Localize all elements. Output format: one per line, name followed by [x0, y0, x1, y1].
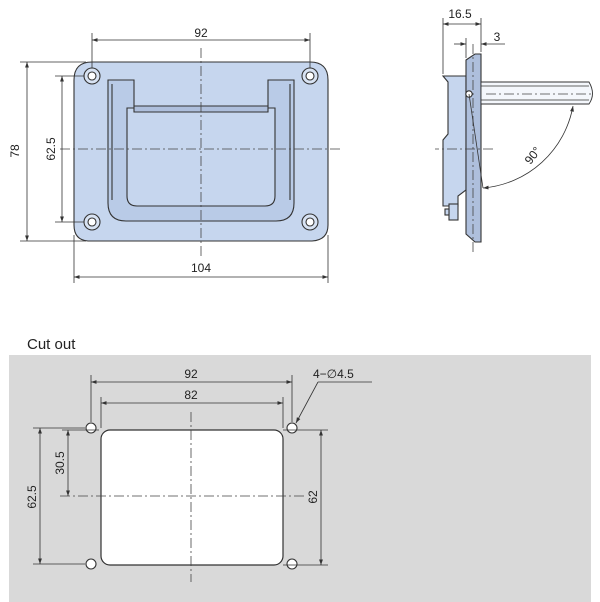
cutout-opening	[100, 429, 284, 566]
cutout-hole-top-left	[85, 422, 97, 434]
dim-depth: 16.5	[448, 7, 472, 21]
hole-spec-label: 4−∅4.5	[313, 367, 354, 381]
mounting-hole-bottom-left	[83, 213, 101, 231]
dim-cutout-hole-width: 92	[184, 367, 198, 381]
cutout-hole-top-right	[286, 422, 298, 434]
dim-plate: 3	[494, 30, 501, 44]
side-plate	[465, 53, 482, 243]
side-handle-body	[441, 75, 467, 207]
mounting-hole-top-left	[83, 67, 101, 85]
hole-spec-leader	[295, 381, 319, 424]
dim-cutout-opening-width: 82	[184, 388, 198, 402]
dim-top-width: 92	[194, 26, 208, 40]
mounting-hole-bottom-right	[301, 213, 319, 231]
dim-cutout-half-height: 30.5	[53, 451, 67, 475]
dim-outer-height: 78	[8, 144, 22, 158]
mounting-hole-top-right	[301, 67, 319, 85]
side-stud	[448, 203, 459, 221]
dim-bottom-width: 104	[191, 261, 211, 275]
angle-arc	[482, 105, 574, 190]
dim-cutout-opening-height: 62	[306, 490, 320, 504]
side-view: 90° 16.5 3	[435, 7, 593, 252]
front-view: 92 104 78 62.5	[8, 26, 342, 283]
cutout-title: Cut out	[27, 336, 76, 353]
side-handle-folded	[480, 81, 593, 105]
dim-cutout-hole-height: 62.5	[25, 485, 39, 509]
dim-hole-height: 62.5	[44, 137, 58, 161]
cutout-hole-bottom-right	[286, 558, 298, 570]
cutout-hole-bottom-left	[85, 558, 97, 570]
cutout-section: Cut out 92 82 4−∅4.5 30.5 6	[9, 336, 591, 602]
